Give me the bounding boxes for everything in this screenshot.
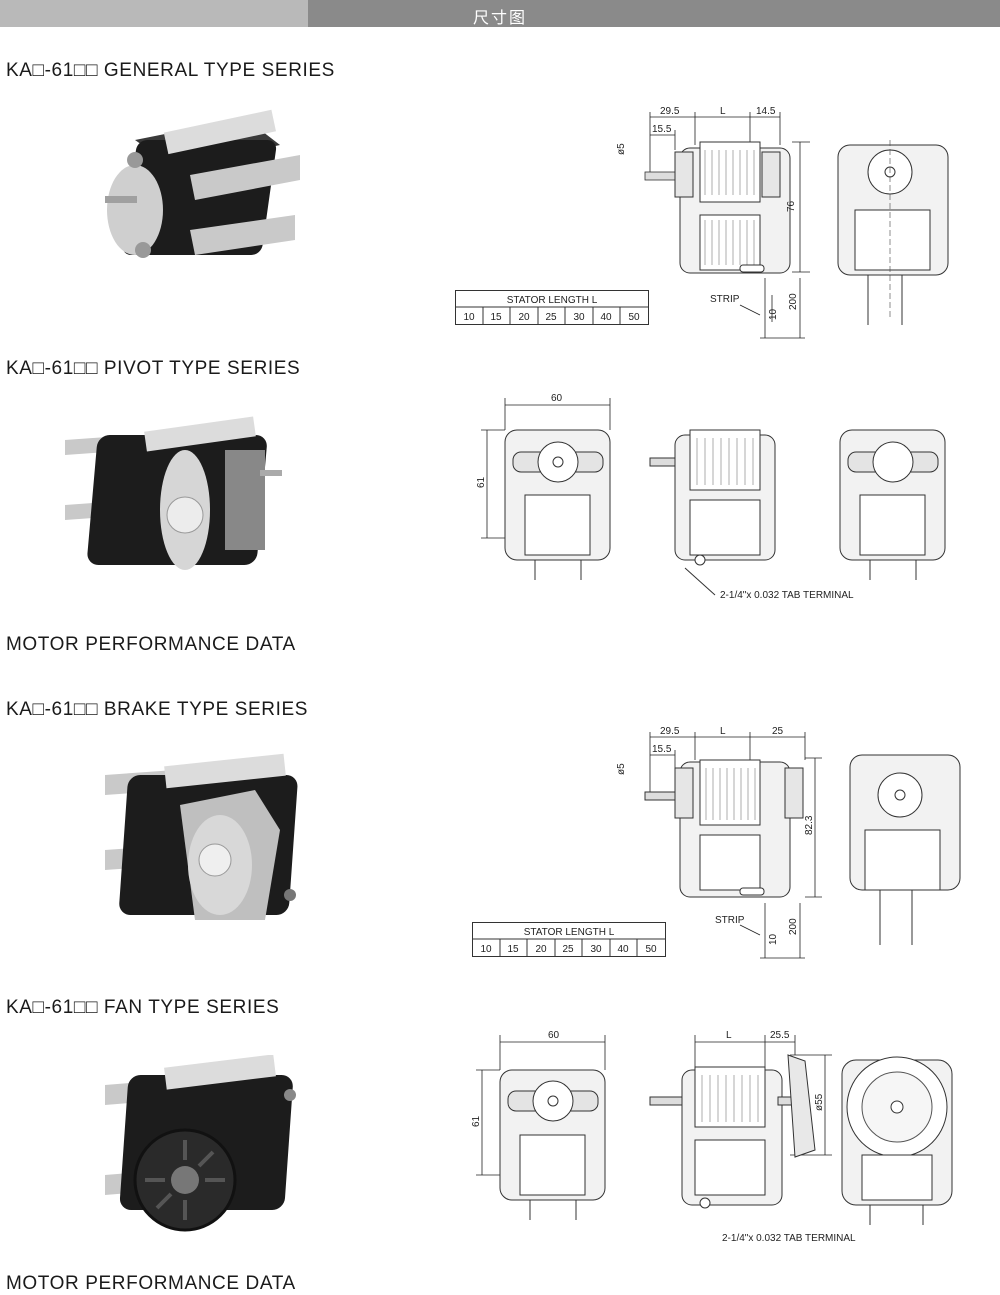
fan-dim-l: L: [726, 1030, 732, 1041]
stator-cell: 30: [590, 944, 602, 955]
stator-cell: 10: [463, 312, 475, 323]
brake-dim-15-5: 15.5: [652, 744, 672, 755]
fan-motor-photo: [105, 1055, 296, 1232]
brake-dim-l: L: [720, 726, 726, 737]
pivot-dim-height: 61: [476, 476, 487, 488]
stator-cell: 25: [545, 312, 557, 323]
fan-terminal-label: 2-1/4"x 0.032 TAB TERMINAL: [722, 1233, 856, 1244]
general-dimension-drawing: 29.5 L 14.5 15.5 ø5 76 200 STRIP 10: [616, 106, 949, 339]
pivot-dim-width: 60: [551, 393, 563, 404]
pivot-series-heading: KA□-61□□ PIVOT TYPE SERIES: [6, 358, 301, 379]
general-stator-table: STATOR LENGTH L 10 15 20 25 30 40 50: [455, 290, 649, 325]
fan-series-heading: KA□-61□□ FAN TYPE SERIES: [6, 997, 280, 1018]
stator-cell: 20: [518, 312, 530, 323]
performance-data-heading-2: MOTOR PERFORMANCE DATA: [6, 1273, 296, 1294]
stator-cell: 40: [600, 312, 612, 323]
general-dim-strip: 10: [768, 308, 779, 320]
stator-cell: 50: [645, 944, 657, 955]
page-title: 尺寸图: [472, 10, 527, 27]
brake-dim-height: 82.3: [804, 815, 815, 835]
brake-strip-label: STRIP: [715, 915, 745, 926]
general-stator-table-label: STATOR LENGTH L: [507, 295, 598, 306]
fan-dim-height: 61: [471, 1115, 482, 1127]
stator-cell: 10: [480, 944, 492, 955]
brake-dim-lead: 200: [788, 918, 799, 935]
pivot-terminal-label: 2-1/4"x 0.032 TAB TERMINAL: [720, 590, 854, 601]
fan-dim-diameter: ø55: [814, 1093, 825, 1111]
brake-motor-photo: [105, 753, 298, 920]
stator-cell: 20: [535, 944, 547, 955]
brake-dim-25: 25: [772, 726, 784, 737]
general-dim-15-5: 15.5: [652, 124, 672, 135]
general-dim-height: 76: [786, 200, 797, 212]
general-dim-29-5: 29.5: [660, 106, 680, 117]
fan-dimension-drawing: 60 61 L 25.5 ø55 2-1/4"x 0.032 TAB TERMI…: [471, 1030, 953, 1244]
general-motor-photo: [105, 109, 300, 258]
fan-dim-25-5: 25.5: [770, 1030, 790, 1041]
general-dim-14-5: 14.5: [756, 106, 776, 117]
brake-stator-table: STATOR LENGTH L 10 15 20 25 30 40 50: [472, 922, 666, 957]
pivot-dimension-drawing: 60 61 2-1/4"x 0.032 TAB TERMINAL: [476, 393, 946, 601]
stator-cell: 15: [507, 944, 519, 955]
top-bar: 尺寸图: [0, 0, 1000, 27]
general-strip-label: STRIP: [710, 294, 740, 305]
performance-data-heading: MOTOR PERFORMANCE DATA: [6, 634, 296, 655]
general-dim-lead: 200: [788, 293, 799, 310]
general-dim-shaft: ø5: [616, 143, 627, 155]
brake-stator-table-label: STATOR LENGTH L: [524, 927, 615, 938]
brake-dim-strip: 10: [768, 933, 779, 945]
stator-cell: 50: [628, 312, 640, 323]
stator-cell: 30: [573, 312, 585, 323]
general-dim-l: L: [720, 106, 726, 117]
general-series-heading: KA□-61□□ GENERAL TYPE SERIES: [6, 60, 335, 81]
pivot-motor-photo: [65, 416, 282, 570]
fan-dim-width: 60: [548, 1030, 560, 1041]
top-bar-left: [0, 0, 308, 27]
top-bar-right: [308, 0, 1000, 27]
brake-dim-shaft: ø5: [616, 763, 627, 775]
stator-cell: 15: [490, 312, 502, 323]
stator-cell: 25: [562, 944, 574, 955]
brake-series-heading: KA□-61□□ BRAKE TYPE SERIES: [6, 699, 309, 720]
stator-cell: 40: [617, 944, 629, 955]
brake-dim-29-5: 29.5: [660, 726, 680, 737]
brake-dimension-drawing: 29.5 L 25 15.5 ø5 82.3 200 STRIP 10: [616, 726, 961, 959]
